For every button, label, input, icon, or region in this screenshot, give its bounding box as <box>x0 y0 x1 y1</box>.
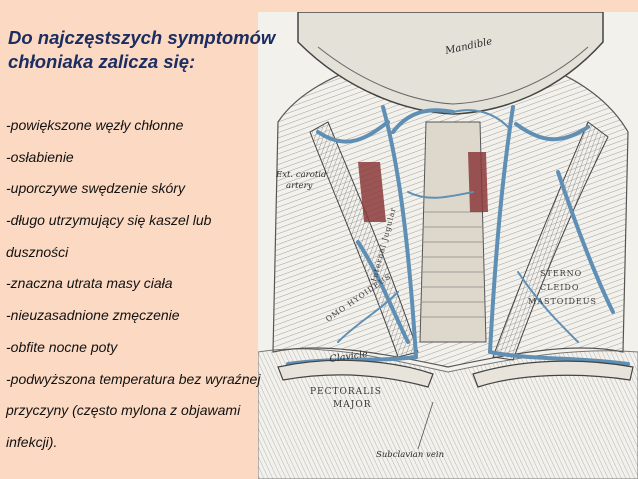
title-line-1: Do najczęstszych symptomów <box>8 27 276 48</box>
label-pectoralis: PECTORALIS <box>310 387 382 397</box>
mandible-bone <box>297 12 604 115</box>
symptom-line: -uporczywe swędzenie skóry <box>6 180 185 197</box>
small-veins <box>337 109 579 343</box>
left-carotid-artery <box>358 162 386 222</box>
slide-title: Do najczęstszych symptomów chłoniaka zal… <box>8 26 328 74</box>
label-artery: artery <box>286 181 313 191</box>
subclavian-leader-line <box>417 401 434 450</box>
symptom-list: -powiększone węzły chłonne -osłabienie -… <box>6 110 336 459</box>
label-cleido: CLEIDO <box>540 283 579 292</box>
left-clavicle <box>277 359 434 388</box>
right-carotid-artery <box>468 152 488 212</box>
title-line-2: chłoniaka zalicza się: <box>8 51 196 72</box>
right-sternocleidomastoid <box>492 121 609 361</box>
symptom-line: -powiększone węzły chłonne <box>6 117 184 133</box>
label-subclavian-vein: Subclavian vein <box>376 450 444 460</box>
symptom-line: -długo utrzymujący się kaszel lub <box>6 212 212 229</box>
symptom-line: -obfite nocne poty <box>6 338 118 355</box>
symptom-line: infekcji). <box>6 433 58 450</box>
trachea-rings <box>421 211 485 318</box>
label-mastoideus: MASTOIDEUS <box>528 297 597 306</box>
right-clavicle <box>472 360 634 388</box>
symptom-line: przyczyny (często mylona z objawami <box>6 402 241 419</box>
symptom-line: -nieuzasadnione zmęczenie <box>6 307 180 324</box>
symptom-line: -podwyższona temperatura bez wyraźnej <box>6 370 261 387</box>
jaw-line <box>317 46 589 105</box>
label-clavicle: Clavicle <box>329 349 369 365</box>
label-ext-carotid: Ext. carotid <box>275 170 327 180</box>
symptom-line: duszności <box>6 243 69 260</box>
label-sterno: STERNO <box>540 269 582 278</box>
label-major: MAJOR <box>333 400 371 410</box>
symptom-line: -znaczna utrata masy ciała <box>6 275 173 292</box>
neck-anatomy-illustration: Mandible Ext. carotid artery Internal Ju… <box>258 12 638 479</box>
symptom-line: -osłabienie <box>6 148 74 165</box>
